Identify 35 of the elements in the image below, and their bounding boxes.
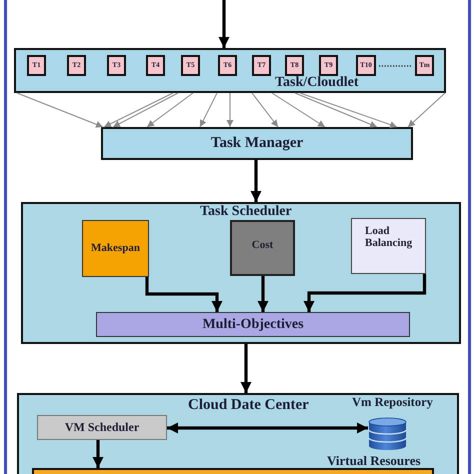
process-box: Task Manager <box>101 127 413 160</box>
database-label: Virtual Resoures <box>327 454 421 468</box>
task-panel <box>14 48 446 93</box>
arrow <box>226 92 234 128</box>
arrow <box>252 92 278 128</box>
arrow <box>240 344 252 393</box>
panel-title: Task Scheduler <box>200 204 292 220</box>
arrow <box>300 92 398 128</box>
database-icon <box>368 417 407 451</box>
arrow <box>104 92 174 128</box>
arrow <box>146 92 194 128</box>
panel-title: Task/Cloudlet <box>275 75 359 90</box>
scheduler-panel <box>21 202 461 344</box>
objective-box: Makespan <box>82 220 149 277</box>
process-box: VM Scheduler <box>37 415 167 440</box>
data-center-panel <box>17 393 459 474</box>
objective-box: Load Balancing <box>351 218 426 274</box>
panel-title: Cloud Date Center <box>188 397 309 414</box>
process-box: Multi-Objectives <box>96 312 410 337</box>
arrow <box>294 92 378 128</box>
arrow <box>272 92 326 128</box>
arrow <box>408 92 446 128</box>
arrow <box>258 276 268 312</box>
arrow <box>16 92 104 128</box>
arrow <box>218 0 230 48</box>
elbow-arrow <box>304 274 426 312</box>
arrow <box>92 440 104 468</box>
arrow <box>112 92 178 128</box>
arrow <box>200 92 218 128</box>
double-arrow <box>167 422 368 434</box>
elbow-arrow <box>145 277 222 312</box>
database-label: Vm Repository <box>352 396 433 410</box>
objective-box: Cost <box>230 220 295 276</box>
arrow <box>250 160 262 202</box>
resource-bar <box>32 468 434 474</box>
